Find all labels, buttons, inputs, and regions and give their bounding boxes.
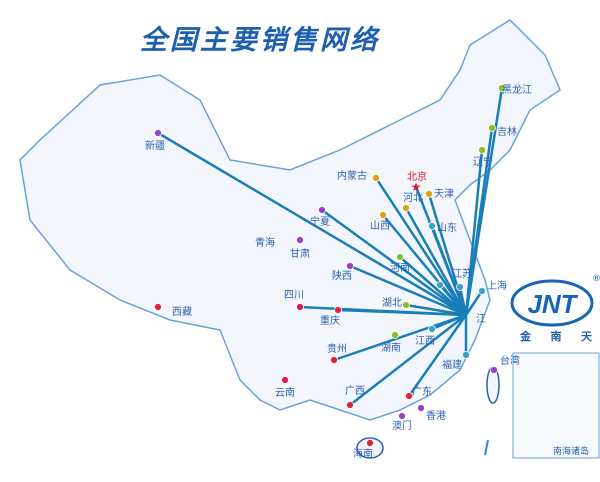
- location-label: 重庆: [320, 314, 340, 327]
- location-label: 甘肃: [290, 247, 310, 260]
- location-label: 宁夏: [310, 215, 330, 228]
- location-label: 湖北: [382, 297, 402, 309]
- logo-registered: ®: [592, 274, 600, 284]
- location-label: 内蒙古: [337, 169, 367, 182]
- location-marker: [372, 174, 380, 182]
- china-outline: [19, 19, 561, 421]
- location-marker: [398, 412, 406, 420]
- location-marker: [154, 129, 162, 137]
- location-label: 山西: [370, 220, 390, 232]
- location-label: 河南: [390, 261, 410, 274]
- location-marker: [154, 303, 162, 311]
- inset-label: 南海诸岛: [553, 447, 590, 457]
- route-line: [458, 286, 468, 316]
- location-label: 台湾: [500, 354, 520, 367]
- location-marker: [428, 222, 436, 230]
- location-marker: [428, 325, 436, 333]
- location-marker: [436, 281, 444, 289]
- route-line: [464, 290, 484, 316]
- logo-brand: JNT: [527, 289, 578, 319]
- location-marker: [405, 392, 413, 400]
- location-label: 云南: [275, 386, 295, 399]
- route-line: [333, 313, 467, 362]
- hainan-island: [356, 437, 384, 459]
- route-line: [349, 264, 467, 317]
- logo-chinese: 金 南 天: [520, 328, 592, 344]
- capital-star-icon: ★: [411, 180, 422, 194]
- route-line: [157, 131, 467, 317]
- route-line: [439, 284, 467, 316]
- location-label: 青海: [255, 236, 275, 249]
- location-marker: [379, 211, 387, 219]
- location-marker: [478, 287, 486, 295]
- location-label: 湖南: [381, 341, 401, 354]
- location-marker: [396, 253, 404, 261]
- location-label: 四川: [284, 290, 304, 301]
- location-label: 北京: [407, 170, 427, 183]
- location-marker: [425, 190, 433, 198]
- location-label: 天津: [434, 188, 454, 200]
- location-marker: [456, 283, 464, 291]
- location-marker: [490, 366, 498, 374]
- location-label: 海南: [353, 447, 373, 460]
- location-label: 江苏: [452, 267, 472, 280]
- location-marker: [391, 331, 399, 339]
- location-label: 西藏: [172, 306, 192, 318]
- location-label: 福建: [442, 358, 462, 371]
- location-label: 吉林: [497, 125, 517, 138]
- location-marker: [330, 356, 338, 364]
- location-marker: [402, 204, 410, 212]
- location-marker: [318, 206, 326, 214]
- location-marker: [488, 124, 496, 132]
- location-marker: [296, 236, 304, 244]
- logo-ellipse: [510, 279, 594, 327]
- hub-label: 江: [476, 313, 486, 325]
- location-marker: [281, 376, 289, 384]
- logo-char: 金: [520, 330, 531, 343]
- south-sea-inset: [512, 352, 600, 459]
- location-marker: [296, 303, 304, 311]
- route-line: [430, 225, 468, 316]
- location-label: 黑龙江: [502, 83, 532, 96]
- location-label: 陕西: [332, 269, 352, 282]
- location-marker: [366, 439, 374, 447]
- logo-char: 南: [550, 330, 562, 343]
- location-label: 澳门: [392, 419, 412, 432]
- location-label: 上海: [487, 279, 507, 292]
- location-marker: [334, 306, 342, 314]
- location-marker: [417, 404, 425, 412]
- route-line: [404, 207, 468, 316]
- route-line: [321, 208, 467, 317]
- route-line: [427, 193, 468, 316]
- route-line: [374, 177, 468, 316]
- island-dash: [484, 439, 489, 456]
- route-line: [399, 256, 467, 316]
- location-label: 江西: [415, 335, 435, 347]
- location-marker: [402, 301, 410, 309]
- location-label: 辽宁: [473, 155, 493, 168]
- location-marker: [346, 262, 354, 270]
- location-marker: [478, 146, 486, 154]
- location-label: 河北: [403, 192, 423, 204]
- route-line: [464, 87, 504, 316]
- location-marker: [498, 84, 506, 92]
- location-label: 山东: [437, 221, 457, 234]
- route-line: [407, 314, 468, 397]
- location-marker: [346, 401, 354, 409]
- location-label: 广东: [412, 385, 432, 398]
- location-label: 新疆: [145, 139, 165, 152]
- location-marker: [462, 351, 470, 359]
- location-label: 广西: [345, 385, 365, 397]
- logo-char: 天: [581, 330, 592, 343]
- page-title: 全国主要销售网络: [140, 25, 380, 56]
- route-line: [349, 314, 467, 406]
- route-line: [431, 313, 467, 331]
- route-line: [337, 308, 467, 317]
- location-label: 香港: [426, 410, 446, 422]
- location-label: 贵州: [327, 342, 347, 355]
